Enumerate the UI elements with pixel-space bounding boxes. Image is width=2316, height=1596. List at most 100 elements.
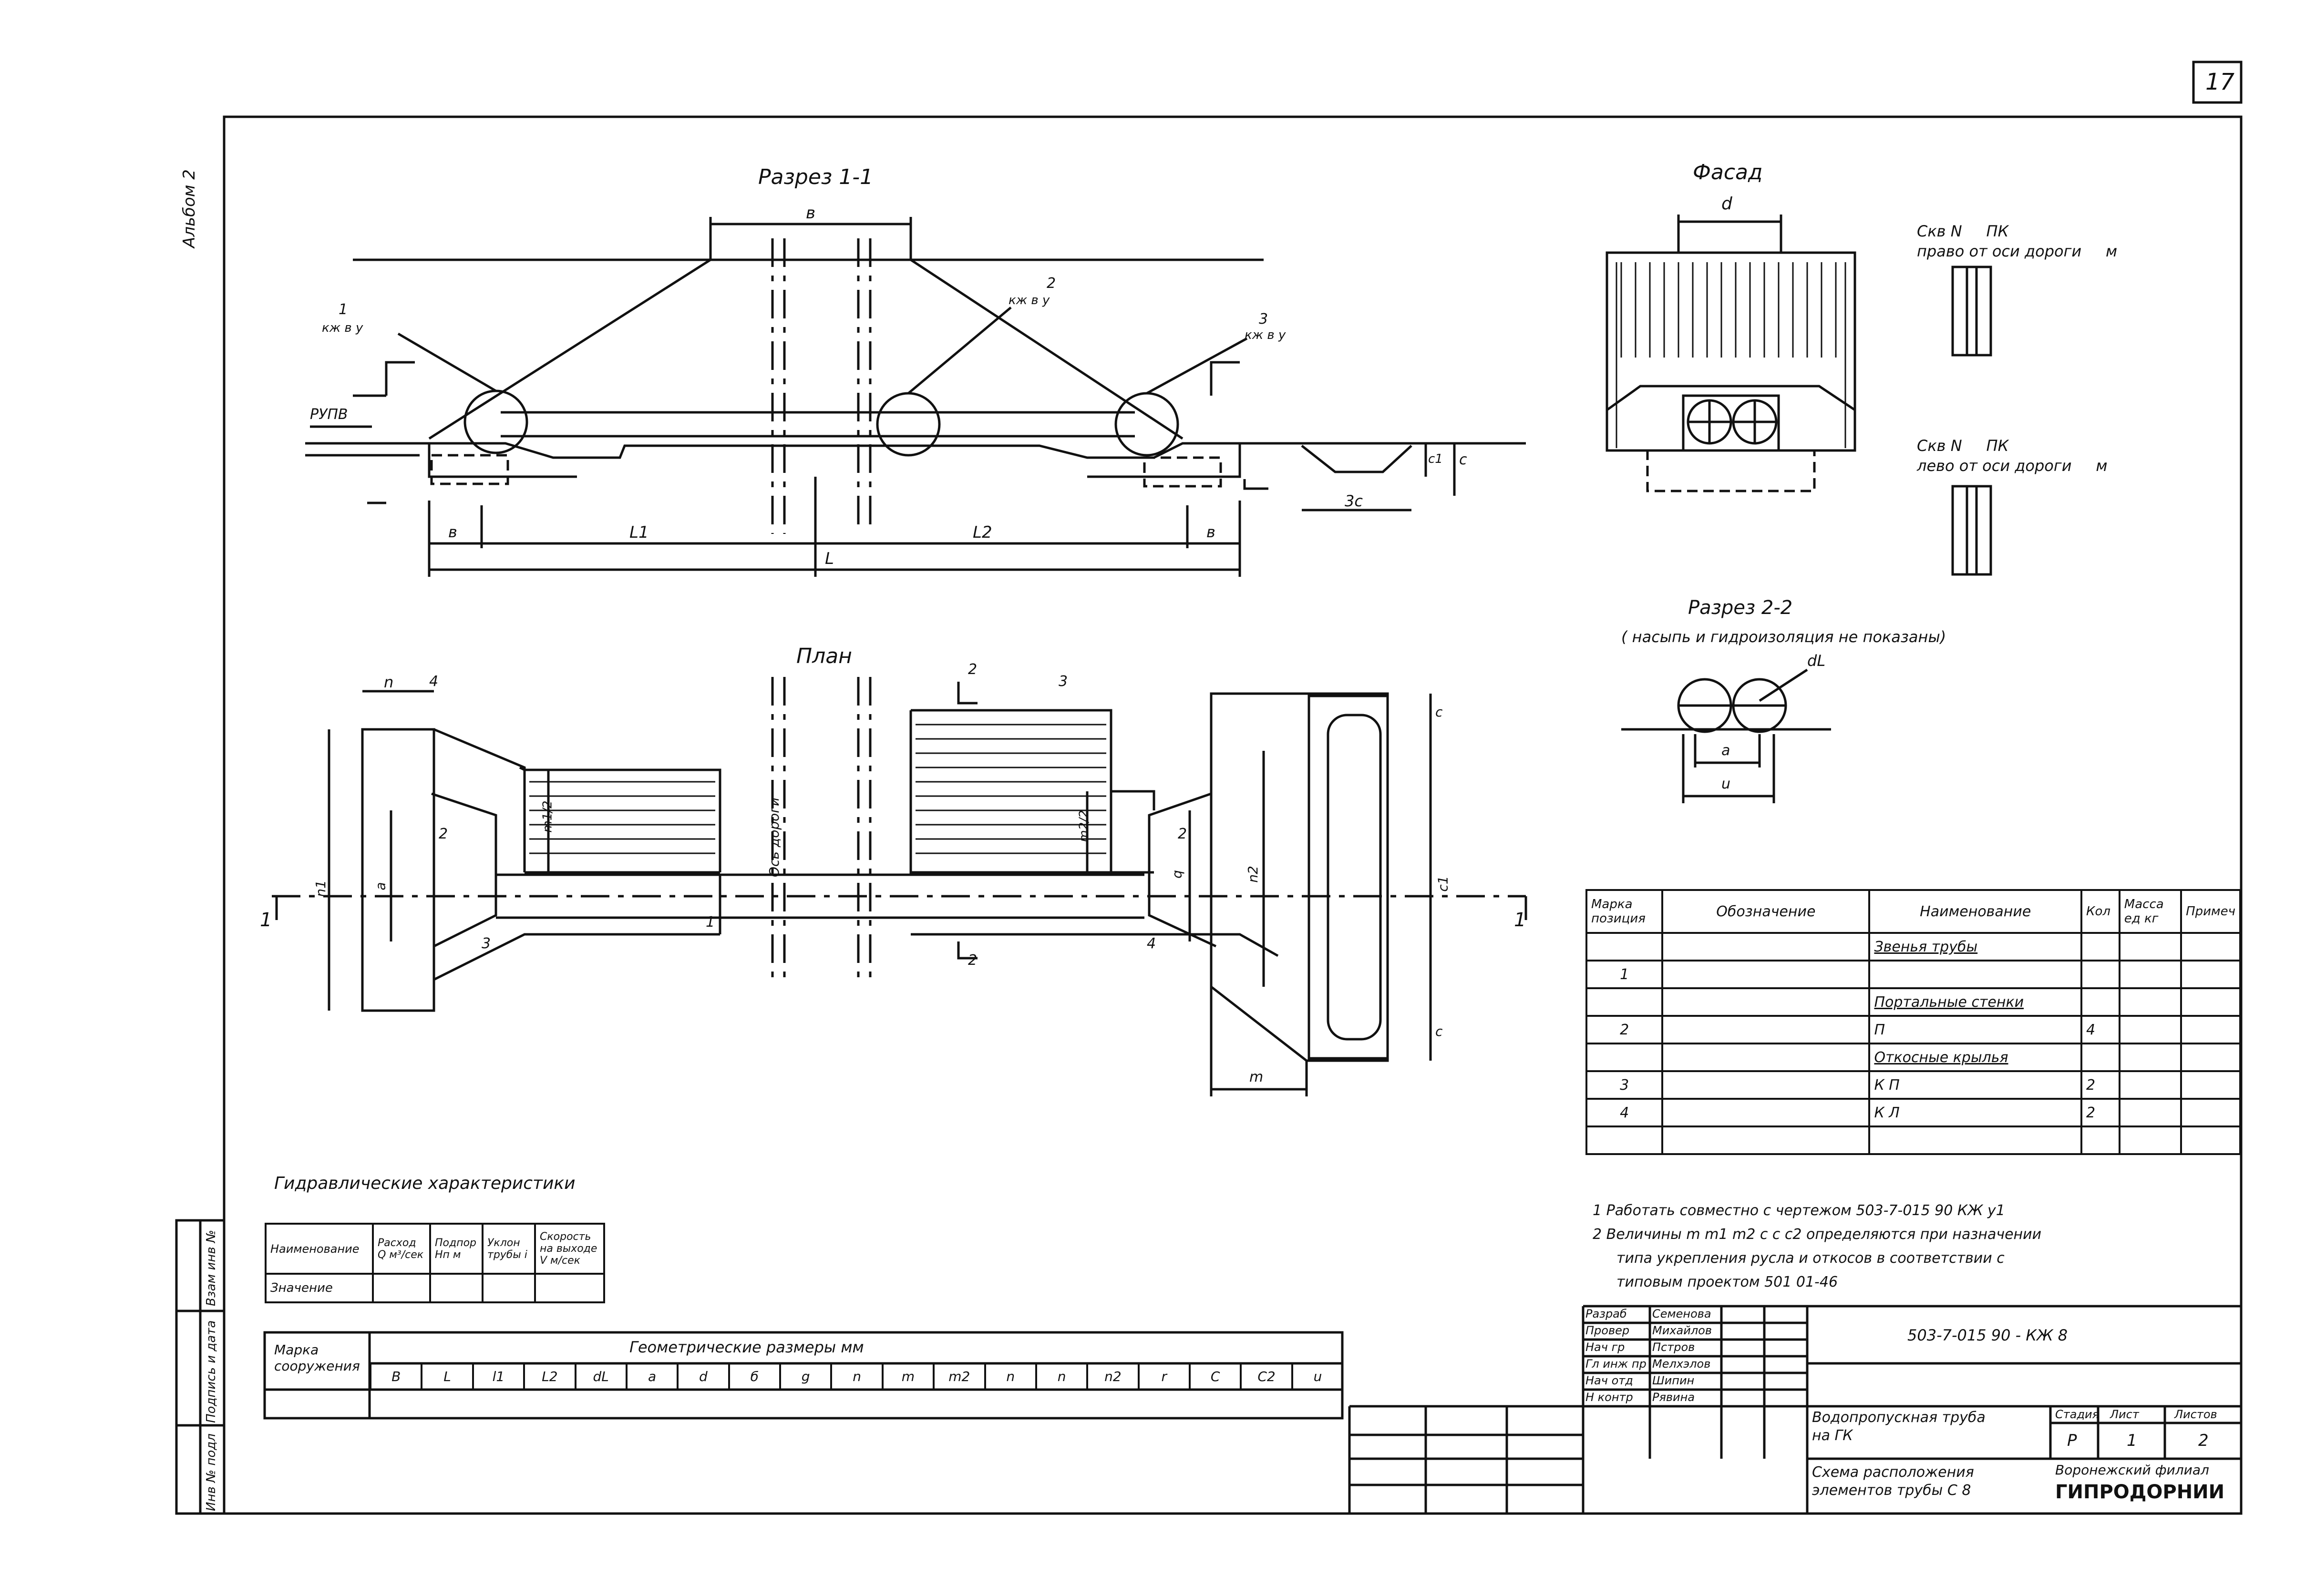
spec-cell [1661, 1070, 1871, 1100]
spec-row [1585, 1125, 2241, 1155]
spec-row: 1 [1585, 960, 2241, 989]
spec-header: Наименование [1868, 889, 2083, 934]
plan-dim: m [1249, 1069, 1264, 1085]
facade-dim-d: d [1721, 194, 1732, 214]
geometry-col-header: L [421, 1363, 472, 1390]
tb-name: Рявина [1652, 1391, 1695, 1404]
spec-cell: 3 [1585, 1070, 1664, 1100]
spec-header: Марка позиция [1585, 889, 1664, 934]
geometry-col-header: n [984, 1363, 1035, 1390]
geometry-row-head: Марка сооружения [274, 1342, 360, 1374]
spec-cell: 2 [2080, 1098, 2120, 1127]
dim-label: L1 [629, 523, 649, 542]
plan-section-mark: 2 [968, 952, 978, 969]
hydraulics-table: Наименование Расход Q м³/сек Подпор Hп м… [265, 1223, 605, 1303]
spec-row: Звенья трубы [1585, 932, 2241, 962]
hydraulics-row-label: Значение [265, 1273, 374, 1303]
spec-row: Портальные стенки [1585, 987, 2241, 1017]
plan-callout: 4 [429, 673, 439, 690]
geometry-title: Геометрические размеры мм [629, 1338, 864, 1356]
side-stamp-2: Подпись и дата [204, 1320, 218, 1423]
drawing-code: 503-7-015 90 - КЖ 8 [1907, 1326, 2068, 1344]
plan-callout: 1 [706, 914, 715, 931]
section-2-2-dim: dL [1807, 652, 1826, 670]
plan-dim: c [1435, 1023, 1443, 1039]
plan-dim: c1 [1435, 876, 1451, 892]
hydraulics-header: Уклон трубы i [482, 1223, 536, 1275]
title-line-2: Схема расположения элементов трубы С 8 [1812, 1464, 1974, 1499]
geometry-col-header: В [370, 1363, 421, 1390]
callout-2-mark: кж в у [1009, 293, 1050, 307]
skv-left-symbol [1951, 485, 1992, 576]
tb-name: Михайлов [1652, 1324, 1712, 1337]
dim-label: с1 [1428, 452, 1443, 466]
hydraulics-header: Расход Q м³/сек [372, 1223, 431, 1275]
tb-role: Нач гр [1585, 1340, 1625, 1354]
spec-cell [2080, 932, 2120, 962]
rupv-label: РУПВ [310, 406, 348, 423]
tb-name: Пстров [1652, 1340, 1695, 1354]
geometry-col-header: n [1035, 1363, 1086, 1390]
spec-cell: 1 [1585, 960, 1664, 989]
spec-cell: 4 [2080, 1015, 2120, 1044]
dim-label: в [806, 204, 816, 223]
spec-cell [2180, 987, 2241, 1017]
dim-label: L [825, 549, 834, 568]
section-2-2-dim: a [1721, 742, 1730, 759]
tb-role: Провер [1585, 1324, 1630, 1337]
dim-label: 3с [1345, 492, 1363, 510]
hydraulics-title: Гидравлические характеристики [274, 1174, 576, 1193]
plan-callout: 2 [439, 826, 448, 842]
tb-role: Гл инж пр [1585, 1357, 1647, 1371]
spec-cell [2080, 1125, 2120, 1155]
spec-header: Кол [2080, 889, 2120, 934]
section-1-1-drawing [305, 217, 1526, 577]
spec-cell [2180, 960, 2241, 989]
plan-section-mark: 2 [968, 661, 978, 678]
section-2-2-dim: u [1721, 776, 1731, 792]
section-2-2-title: Разрез 2-2 [1688, 597, 1793, 619]
stage-value: Р [2067, 1431, 2077, 1450]
spec-cell [2080, 987, 2120, 1017]
plan-section-1-left: 1 [260, 909, 272, 931]
geometry-col-header: m [881, 1363, 933, 1390]
sheet-number-box [2192, 61, 2243, 104]
plan-dim: n [384, 673, 394, 691]
spec-cell: 2 [2080, 1070, 2120, 1100]
spec-cell [1585, 987, 1664, 1017]
spec-header: Масса ед кг [2118, 889, 2182, 934]
plan-callout: 4 [1147, 935, 1156, 952]
geometry-col-header: С [1189, 1363, 1240, 1390]
road-axis-label: Ось дороги [766, 797, 782, 877]
geometry-col-header: L2 [523, 1363, 574, 1390]
spec-cell: К П [1868, 1070, 2083, 1100]
plan-dim: c [1435, 704, 1443, 720]
tb-role: Разраб [1585, 1307, 1627, 1320]
dim-label: с [1459, 451, 1467, 468]
tb-role: Нач отд [1585, 1374, 1633, 1387]
spec-cell [1585, 1043, 1664, 1072]
spec-cell [2080, 960, 2120, 989]
tb-name: Мелхэлов [1652, 1357, 1711, 1371]
dim-label: в [448, 523, 457, 541]
sheets-head: Листов [2174, 1408, 2217, 1421]
sheet-head: Лист [2110, 1408, 2139, 1421]
geometry-col-header: m2 [933, 1363, 984, 1390]
spec-cell [2118, 1098, 2182, 1127]
sheets-value: 2 [2198, 1431, 2209, 1450]
spec-cell [2118, 1015, 2182, 1044]
album-label: Альбом 2 [180, 169, 199, 248]
spec-cell [1585, 932, 1664, 962]
geometry-col-header: n2 [1086, 1363, 1137, 1390]
hydraulics-header: Подпор Hп м [429, 1223, 484, 1275]
spec-table: Марка позиция Обозначение Наименование К… [1585, 889, 2241, 1155]
plan-callout: 3 [482, 935, 491, 952]
spec-cell: 4 [1585, 1098, 1664, 1127]
plan-dim: n2 [1245, 866, 1261, 883]
spec-cell [2118, 1070, 2182, 1100]
plan-dim: q [1169, 870, 1185, 879]
geometry-col-header: d [677, 1363, 728, 1390]
tb-role: Н контр [1585, 1391, 1633, 1404]
